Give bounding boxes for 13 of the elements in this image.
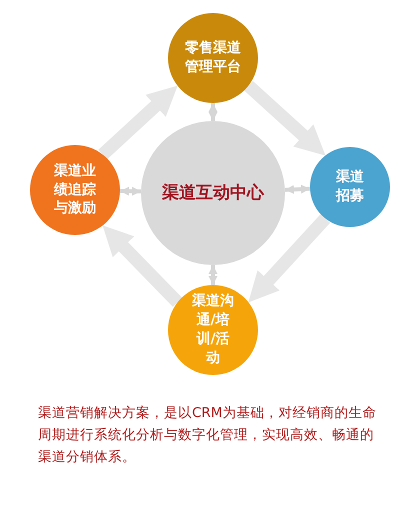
- node-label: 零售渠道管理平台: [184, 39, 242, 77]
- arrow: [98, 86, 178, 160]
- arrow: [208, 103, 218, 121]
- arrow: [120, 186, 142, 196]
- arrow: [102, 225, 182, 307]
- arrow: [284, 184, 310, 194]
- node-label: 渠道业绩追踪与激励: [52, 162, 97, 218]
- node-label: 渠道互动中心: [161, 182, 266, 204]
- arrow: [208, 265, 218, 285]
- node-label: 渠道沟通/培训/活动: [191, 292, 235, 368]
- arrow: [248, 214, 330, 302]
- node-label: 渠道招募: [334, 168, 365, 206]
- description-text: 渠道营销解决方案，是以CRM为基础，对经销商的生命周期进行系统化分析与数字化管理，实现高效、畅通的渠道分销体系。: [38, 404, 378, 467]
